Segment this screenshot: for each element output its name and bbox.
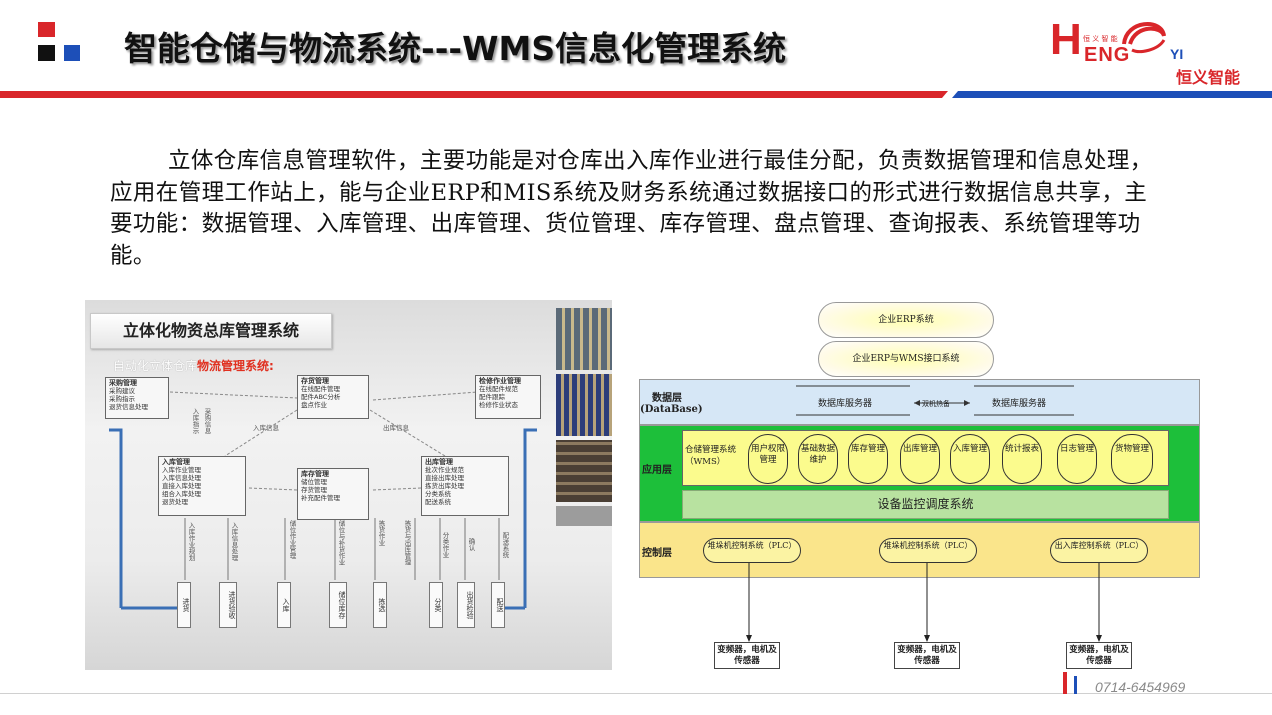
data-layer-label-en: (DataBase) bbox=[640, 404, 703, 415]
arrow-label-1: 入库作业规划 bbox=[187, 522, 195, 561]
arrow-label-procure-info: 采购信息 bbox=[203, 408, 211, 434]
device-monitor-bar: 设备监控调度系统 bbox=[682, 490, 1169, 519]
arrow-label-8: 确认 bbox=[467, 538, 475, 551]
db-server-2: 数据库服务器 bbox=[992, 399, 1047, 409]
brand-eng: ENG bbox=[1084, 44, 1131, 66]
plc-stacker-2: 堆垛机控制系统（PLC） bbox=[879, 538, 977, 563]
brand-letter-h: H bbox=[1050, 15, 1082, 64]
brand-name: 恒义智能 bbox=[1176, 68, 1241, 87]
module-inventory: 库存管理 bbox=[848, 434, 888, 484]
arrow-label-3: 储位作业管理 bbox=[288, 520, 296, 559]
footer-mark-red bbox=[1063, 672, 1067, 694]
step-delivery: 配送 bbox=[491, 582, 505, 628]
module-reports: 统计报表 bbox=[1002, 434, 1042, 484]
step-receiving: 进货 bbox=[177, 582, 191, 628]
brand-yi: YI bbox=[1170, 46, 1184, 62]
maintenance-box: 检修作业管理 在线配件规范配件跟踪检修作业状态 bbox=[475, 375, 541, 419]
step-putaway: 入库 bbox=[277, 582, 291, 628]
outbound-box: 出库管理 批次作业规范直接出库处理拣货出库处理分类系统配送系统 bbox=[421, 456, 509, 516]
footer-phone: 0714-6454969 bbox=[1095, 679, 1186, 695]
module-outbound: 出库管理 bbox=[900, 434, 940, 484]
warehouse-photo-3 bbox=[556, 440, 612, 502]
warehouse-photo-4 bbox=[556, 506, 612, 526]
step-picking: 拣选 bbox=[373, 582, 387, 628]
flow-lines bbox=[109, 391, 537, 610]
inventory-box: 存货管理 在线配件管理配件ABC分析盘点作业 bbox=[297, 375, 369, 419]
step-acceptance: 进货验收 bbox=[219, 582, 237, 628]
control-layer-label: 控制层 bbox=[642, 548, 672, 559]
module-logs: 日志管理 bbox=[1057, 434, 1097, 484]
arrow-label-2: 入库信息处理 bbox=[230, 522, 238, 561]
device-3: 变频器，电机及传感器 bbox=[1066, 642, 1132, 669]
logo-square-red bbox=[38, 22, 55, 37]
brand-small-text: 恒 义 智 能 bbox=[1083, 35, 1118, 43]
panel-title: 立体化物资总库管理系统 bbox=[90, 313, 332, 349]
arrow-label-inbound-instruction: 入库指示 bbox=[191, 408, 199, 434]
logo-square-black bbox=[38, 45, 55, 61]
db-server-1: 数据库服务器 bbox=[818, 399, 873, 409]
wms-label: 仓储管理系统（WMS） bbox=[685, 445, 737, 467]
brand-swoosh-icon bbox=[1122, 22, 1166, 54]
arrow-label-outbound-info: 出库信息 bbox=[383, 424, 409, 432]
app-layer-label: 应用层 bbox=[642, 465, 672, 476]
arrow-label-5: 拣货作业 bbox=[377, 520, 385, 546]
plc-device-arrows bbox=[746, 563, 1102, 642]
stock-box: 库存管理 储位管理存货管理补充配件管理 bbox=[297, 468, 369, 520]
footer-line bbox=[0, 693, 1272, 694]
inbound-box: 入库管理 入库作业管理入库信息处理直接入库处理组合入库处理退货处理 bbox=[158, 456, 246, 516]
db-server-lines bbox=[796, 385, 1074, 416]
step-inspection: 出货检验 bbox=[457, 582, 475, 628]
plc-stacker-1: 堆垛机控制系统（PLC） bbox=[703, 538, 801, 563]
erp-wms-interface: 企业ERP与WMS接口系统 bbox=[818, 341, 994, 377]
module-user-permission: 用户权限管理 bbox=[748, 434, 788, 484]
footer-mark-blue bbox=[1074, 676, 1077, 694]
step-sorting: 分类 bbox=[429, 582, 443, 628]
procurement-box: 采购管理 采购建议采购指示退货信息处理 bbox=[105, 377, 169, 419]
arrow-label-6: 拣货与出库管理 bbox=[403, 520, 411, 566]
page-title: 智能仓储与物流系统---WMS信息化管理系统 bbox=[124, 29, 787, 68]
left-system-image: 立体化物资总库管理系统 自动化立体仓库物流管理系统: 采购管理 采购建议采购指示… bbox=[85, 300, 612, 670]
hot-standby-label: 双机热备 bbox=[922, 400, 950, 408]
erp-system: 企业ERP系统 bbox=[818, 302, 994, 338]
warehouse-photo-2 bbox=[556, 374, 612, 436]
arrow-label-9: 配送系统 bbox=[501, 532, 509, 558]
device-1: 变频器，电机及传感器 bbox=[714, 642, 780, 669]
arrow-label-7: 分类作业 bbox=[441, 532, 449, 558]
logo-square-blue bbox=[64, 45, 80, 61]
module-basic-data: 基础数据维护 bbox=[798, 434, 838, 484]
device-2: 变频器，电机及传感器 bbox=[894, 642, 960, 669]
plc-inout: 出入库控制系统（PLC） bbox=[1050, 538, 1148, 563]
step-storage: 储位库存 bbox=[329, 582, 347, 628]
data-layer-label: 数据层 bbox=[652, 393, 682, 404]
header-divider bbox=[0, 91, 1272, 98]
warehouse-photo-1 bbox=[556, 308, 612, 370]
module-inbound: 入库管理 bbox=[950, 434, 990, 484]
panel-subtitle: 自动化立体仓库物流管理系统: bbox=[113, 359, 274, 373]
arrow-label-inbound-info: 入库信息 bbox=[253, 424, 279, 432]
module-goods: 货物管理 bbox=[1111, 434, 1153, 484]
arrow-label-4: 储位与补货作业 bbox=[337, 520, 345, 566]
intro-paragraph: 立体仓库信息管理软件，主要功能是对仓库出入库作业进行最佳分配，负责数据管理和信息… bbox=[110, 148, 1153, 269]
